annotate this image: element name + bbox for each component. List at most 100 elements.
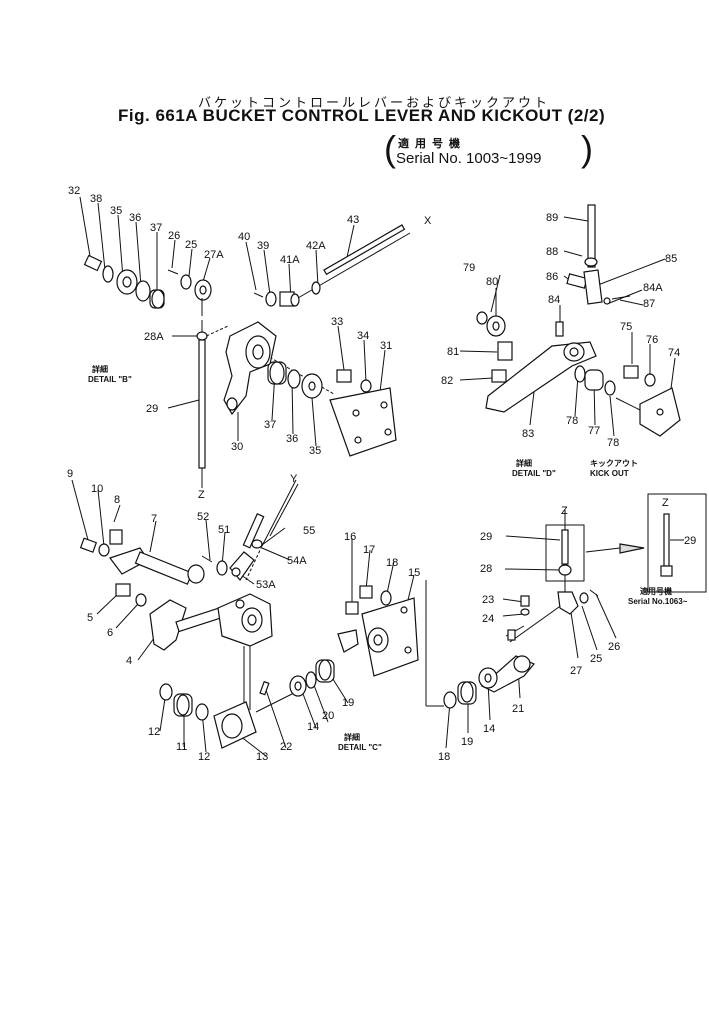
part-label-36: 36 [129,212,141,224]
detail-d-kickout-assembly [459,204,681,437]
part-label-31: 31 [380,340,392,352]
detail-d-caption: DETAIL "D" [512,469,556,478]
axis-z-label-inset: Z [662,497,669,509]
detail-c-caption: DETAIL "C" [338,743,382,752]
detail-b-caption-jp: 詳細 [92,364,108,374]
part-label-81: 81 [447,346,459,358]
part-label-35: 35 [110,205,122,217]
axis-z-label-detail-c: Z [561,505,568,517]
part-label-32: 32 [68,185,80,197]
part-label-54a: 54A [287,555,307,567]
part-label-27: 27 [570,665,582,677]
part-label-53a: 53A [256,579,276,591]
figure-title: Fig. 661A BUCKET CONTROL LEVER AND KICKO… [118,106,606,125]
part-label-34: 34 [357,330,369,342]
part-label-37-lower: 37 [264,419,276,431]
part-label-9: 9 [67,468,73,480]
part-label-89: 89 [546,212,558,224]
part-label-77: 77 [588,425,600,437]
part-label-42a: 42A [306,240,326,252]
detail-c-caption-jp: 詳細 [344,732,360,742]
part-number-callouts: 32 38 35 36 37 26 25 27A 40 39 41A 42A 4… [67,185,696,763]
part-label-14: 14 [307,721,319,733]
part-label-78-right: 78 [607,437,619,449]
part-label-82: 82 [441,375,453,387]
part-label-6: 6 [107,627,113,639]
part-label-15: 15 [408,567,420,579]
part-label-19-detail-c: 19 [461,736,473,748]
part-label-38: 38 [90,193,102,205]
part-label-21: 21 [512,703,524,715]
part-label-28a: 28A [144,331,164,343]
part-label-40: 40 [238,231,250,243]
part-label-25: 25 [185,239,197,251]
part-label-36-lower: 36 [286,433,298,445]
axis-z-label-detail-b: Z [198,489,205,501]
part-label-20: 20 [322,710,334,722]
part-label-5: 5 [87,612,93,624]
title-japanese: バケットコントロールレバーおよびキックアウト [198,95,551,110]
part-label-43: 43 [347,214,359,226]
part-label-84: 84 [548,294,560,306]
detail-b-assembly [79,196,411,488]
main-lever-assembly [71,479,419,757]
part-label-52: 52 [197,511,209,523]
part-label-88: 88 [546,246,558,258]
part-label-74: 74 [668,347,680,359]
kickout-caption: KICK OUT [590,469,629,478]
part-label-30: 30 [231,441,243,453]
part-label-33: 33 [331,316,343,328]
part-label-79: 79 [463,262,475,274]
detail-b-caption: DETAIL "B" [88,375,132,384]
part-label-12-right: 12 [198,751,210,763]
part-label-76: 76 [646,334,658,346]
part-label-78: 78 [566,415,578,427]
inset-serial-caption-jp: 適用号機 [640,586,672,596]
part-label-24: 24 [482,613,494,625]
part-label-39: 39 [257,240,269,252]
detail-d-caption-jp: 詳細 [516,458,532,468]
part-label-25-detail-c: 25 [590,653,602,665]
part-label-23: 23 [482,594,494,606]
part-label-41a: 41A [280,254,300,266]
part-label-16: 16 [344,531,356,543]
part-label-26: 26 [168,230,180,242]
part-label-17: 17 [363,544,375,556]
part-label-27a: 27A [204,249,224,261]
part-label-83: 83 [522,428,534,440]
part-label-29-detail-c: 29 [480,531,492,543]
part-label-29-inset: 29 [684,535,696,547]
part-label-11: 11 [176,741,187,753]
part-label-18: 18 [386,557,398,569]
part-label-7: 7 [151,513,157,525]
part-label-8: 8 [114,494,120,506]
kickout-caption-jp: キックアウト [590,458,638,468]
serial-bracket-left: ( [384,128,396,169]
part-label-19: 19 [342,697,354,709]
part-label-18-detail-c: 18 [438,751,450,763]
part-label-13: 13 [256,751,268,763]
axis-x-label: X [424,215,432,227]
detail-c-assembly [425,493,707,749]
part-label-75: 75 [620,321,632,333]
part-label-12: 12 [148,726,160,738]
part-label-26-detail-c: 26 [608,641,620,653]
part-label-80: 80 [486,276,498,288]
part-label-28: 28 [480,563,492,575]
part-label-22: 22 [280,741,292,753]
part-label-35-lower: 35 [309,445,321,457]
serial-bracket-right: ) [581,128,593,169]
part-label-4: 4 [126,655,132,667]
serial-label-japanese: 適用号機 [398,138,466,150]
part-label-37: 37 [150,222,162,234]
axis-y-label: Y [290,473,298,485]
part-label-86: 86 [546,271,558,283]
part-label-55: 55 [303,525,315,537]
part-label-84a: 84A [643,282,663,294]
part-label-85: 85 [665,253,677,265]
inset-serial-caption: Serial No.1063~ [628,597,688,606]
part-label-87: 87 [643,298,655,310]
part-label-14-detail-c: 14 [483,723,495,735]
part-label-10: 10 [91,483,103,495]
